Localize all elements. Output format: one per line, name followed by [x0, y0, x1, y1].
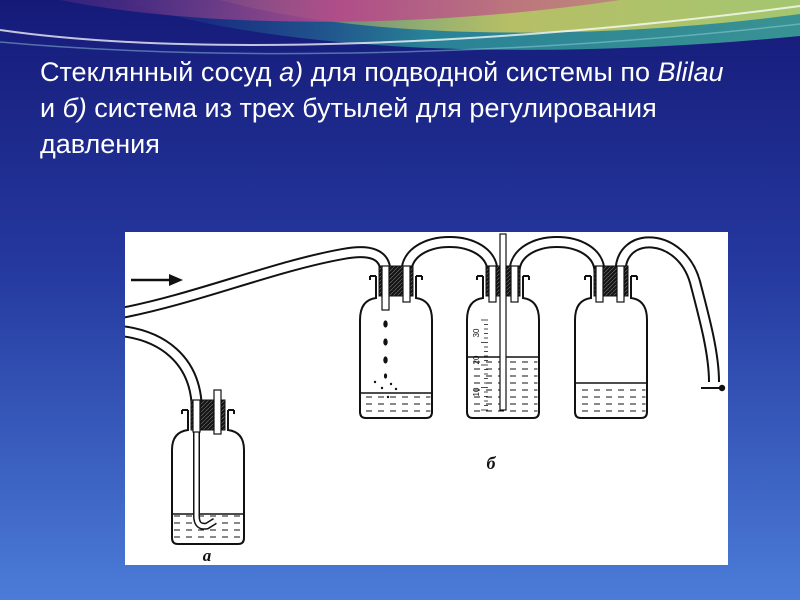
neck-flanges [369, 275, 423, 280]
inlet-tube [595, 265, 604, 303]
bubble [373, 380, 377, 384]
outlet-tube [402, 265, 411, 303]
bubble [389, 382, 393, 386]
wave-faint-line [0, 23, 800, 55]
title-text: Стеклянный сосуд [40, 57, 280, 87]
title-label-a: а) [279, 57, 304, 87]
wave-highlight-line [0, 5, 800, 46]
bottle-outline [574, 276, 648, 419]
title-author-name: Blilau [657, 57, 724, 87]
outlet-tube [616, 265, 625, 303]
hose-core [402, 238, 497, 273]
hose-core [125, 327, 201, 403]
inner-tube-outline [193, 428, 217, 530]
vertical-glass-tube [499, 233, 507, 411]
title-text: для подводной системы по [303, 57, 658, 87]
hose-core [616, 238, 718, 383]
bubbles [373, 380, 398, 399]
falling-drops [383, 320, 388, 379]
figure-label-b: б [487, 453, 497, 473]
outlet-tube [510, 265, 519, 303]
inlet-tube [381, 265, 390, 311]
arrow-head [169, 274, 183, 286]
hose-bottle1-to-bottle2 [400, 236, 499, 273]
bottle-outline [171, 410, 245, 545]
bottle-apparatus-diagram: 30 20 10 [125, 233, 726, 565]
title-text: система из трех бутылей для регулировани… [86, 93, 657, 123]
drop [383, 356, 388, 364]
neck-flanges [584, 275, 638, 280]
bottle-1 [359, 265, 433, 419]
neck-flanges [181, 409, 235, 414]
figure-label-a: а [203, 546, 212, 565]
vent-tube [213, 389, 222, 435]
title-text: и [40, 93, 63, 123]
wave-pink-band [60, 0, 620, 22]
hose-outlet [614, 236, 720, 383]
title-line-1: Стеклянный сосуд а) для подводной систем… [40, 54, 724, 90]
scale-label-30: 30 [472, 328, 481, 337]
title-line-2: и б) система из трех бутылей для регулир… [40, 90, 724, 126]
inner-tube-core [194, 428, 217, 529]
title-label-b: б) [62, 93, 87, 123]
bottle-3 [574, 265, 648, 419]
bubble [394, 387, 398, 391]
hose-bottle2-to-bottle3 [508, 236, 606, 273]
slide-title: Стеклянный сосуд а) для подводной систем… [40, 54, 724, 162]
vessel-a [171, 389, 245, 545]
scale-label-20: 20 [472, 355, 481, 364]
outflow-marker-icon [701, 384, 726, 392]
bottle-liquid [576, 383, 646, 417]
inlet-tube [488, 265, 497, 303]
scale-label-10: 10 [472, 387, 481, 396]
inflow-arrow-icon [131, 274, 183, 286]
figure-panel: 30 20 10 [125, 232, 728, 565]
bubble [380, 386, 384, 390]
hose-inlet-to-vessel-a [125, 325, 203, 403]
bottle-outline [359, 276, 433, 419]
drop [383, 373, 388, 379]
bottle-2: 30 20 10 [466, 233, 540, 419]
hose-core [510, 238, 604, 273]
inlet-tube [192, 399, 201, 433]
top-wave-decoration [0, 0, 800, 55]
drop [383, 320, 388, 328]
measuring-scale-ticks [481, 319, 488, 411]
bubble [386, 395, 390, 399]
bottle-liquid [361, 393, 431, 417]
hose-core [125, 248, 390, 317]
bottle-outline [466, 276, 540, 419]
rubber-hoses [125, 236, 720, 403]
drop [383, 338, 388, 346]
hose-inlet-to-first-bottle [125, 246, 392, 319]
outflow-dot [718, 384, 726, 392]
title-line-3: давления [40, 129, 160, 159]
neck-flanges [476, 275, 530, 280]
